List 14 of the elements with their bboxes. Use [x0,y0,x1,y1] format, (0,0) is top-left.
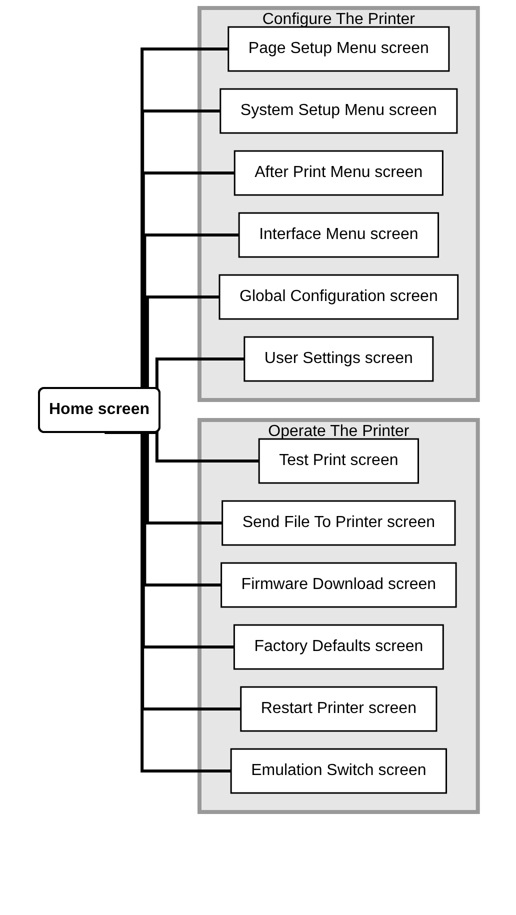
screen-box: Page Setup Menu screen [227,26,450,72]
screen-box: Send File To Printer screen [221,500,456,546]
screen-box: Firmware Download screen [220,562,456,608]
screen-box: Global Configuration screen [218,274,458,320]
screen-box: User Settings screen [243,336,434,382]
connector-line [104,431,231,772]
screen-box: System Setup Menu screen [219,88,458,134]
screen-box: Emulation Switch screen [230,748,447,794]
screen-box: Restart Printer screen [240,686,437,732]
start-box: Home screen [38,387,160,433]
screen-box: Test Print screen [258,438,419,484]
screen-box: After Print Menu screen [233,150,444,196]
screen-box: Factory Defaults screen [233,624,444,670]
screen-box: Interface Menu screen [238,212,439,258]
